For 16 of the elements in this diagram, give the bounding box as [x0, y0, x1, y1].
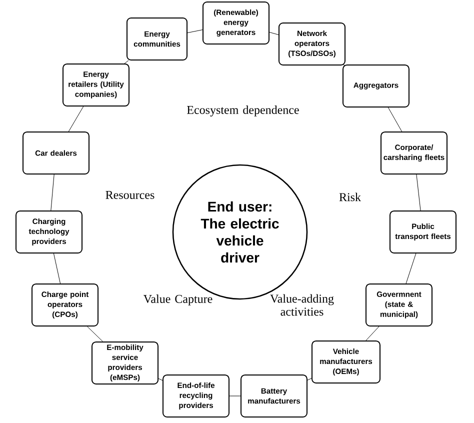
- section-label: Ecosystem dependence: [187, 106, 299, 116]
- connector-line: [269, 32, 279, 35]
- connector-line: [158, 378, 163, 381]
- connector-line: [68, 106, 84, 132]
- connector-line: [388, 107, 402, 132]
- connector-line: [53, 253, 61, 284]
- connector-line: [50, 174, 54, 211]
- connector-line: [124, 60, 129, 64]
- connector-line: [406, 253, 416, 284]
- section-label: Risk: [339, 192, 361, 202]
- connector-line: [307, 378, 312, 380]
- section-label: Resources: [106, 191, 154, 199]
- connector-line: [86, 326, 103, 342]
- connector-line: [416, 174, 421, 211]
- connector-line: [366, 326, 380, 341]
- connector-line: [187, 30, 203, 34]
